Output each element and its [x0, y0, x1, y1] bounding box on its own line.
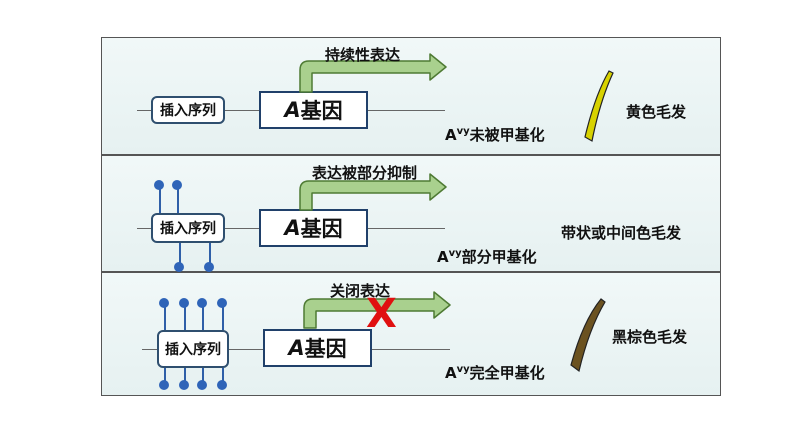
- methyl-stick: [184, 368, 186, 382]
- methyl-group: [197, 380, 207, 390]
- methyl-stick: [209, 243, 211, 263]
- insert-sequence-box: 插入序列: [151, 213, 225, 243]
- arrow-label: 关闭表达: [330, 282, 391, 300]
- expression-arrow: [299, 173, 447, 211]
- methyl-stick: [222, 307, 224, 330]
- methyl-group: [179, 380, 189, 390]
- methyl-group: [217, 298, 227, 308]
- insert-sequence-label: 插入序列: [160, 221, 216, 237]
- insert-sequence-label: 插入序列: [165, 342, 221, 358]
- gene-letter: A: [284, 216, 301, 240]
- methylation-state: Avy未被甲基化: [445, 126, 545, 144]
- phenotype-label: 黑棕色毛发: [612, 328, 688, 346]
- methyl-stick: [177, 187, 179, 213]
- gene-label: 基因: [300, 99, 343, 123]
- methyl-stick: [202, 307, 204, 330]
- insert-sequence-box: 插入序列: [151, 96, 225, 124]
- gene-letter: A: [288, 336, 305, 360]
- gene-letter: A: [284, 98, 301, 122]
- methylation-state: Avy完全甲基化: [445, 364, 545, 382]
- methyl-group: [174, 262, 184, 272]
- methylation-state: Avy部分甲基化: [437, 248, 537, 266]
- methyl-stick: [184, 307, 186, 330]
- methyl-group: [179, 298, 189, 308]
- methyl-group: [154, 180, 164, 190]
- phenotype-label: 带状或中间色毛发: [561, 224, 682, 242]
- methyl-stick: [222, 368, 224, 382]
- expression-arrow: [299, 53, 447, 93]
- methyl-group: [159, 298, 169, 308]
- methyl-stick: [179, 243, 181, 263]
- block-x-icon: X: [366, 291, 397, 337]
- gene-label: 基因: [300, 217, 343, 241]
- arrow-label: 表达被部分抑制: [312, 164, 418, 182]
- gene-label: 基因: [304, 337, 347, 361]
- methyl-group: [197, 298, 207, 308]
- phenotype-label: 黄色毛发: [626, 103, 687, 121]
- yellow-hair-icon: [584, 70, 614, 142]
- methyl-group: [204, 262, 214, 272]
- arrow-label: 持续性表达: [325, 46, 401, 64]
- methyl-stick: [164, 368, 166, 382]
- methyl-stick: [164, 307, 166, 330]
- methyl-stick: [159, 187, 161, 213]
- methyl-group: [172, 180, 182, 190]
- methyl-group: [217, 380, 227, 390]
- methyl-stick: [202, 368, 204, 382]
- expression-arrow: [303, 291, 451, 329]
- dark-brown-hair-icon: [570, 298, 606, 373]
- insert-sequence-label: 插入序列: [160, 103, 216, 119]
- methyl-group: [159, 380, 169, 390]
- insert-sequence-box: 插入序列: [157, 330, 229, 368]
